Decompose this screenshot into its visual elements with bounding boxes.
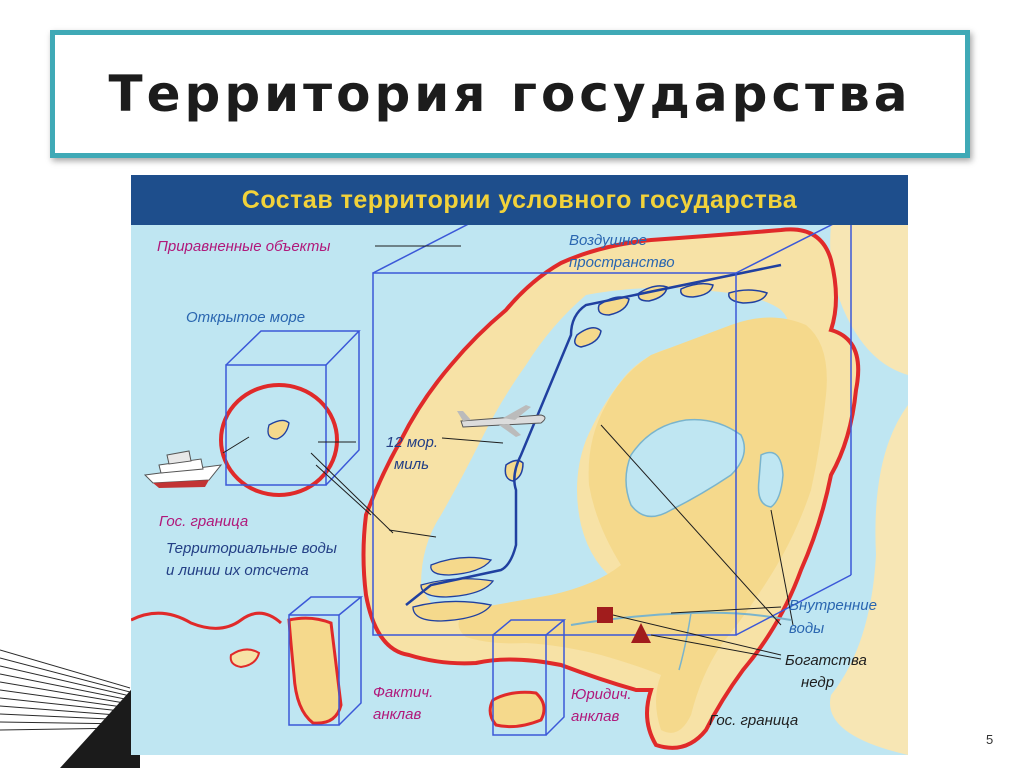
label-miles-2: миль [394, 456, 429, 473]
island-n1 [574, 327, 602, 348]
label-inner-waters-2: воды [789, 620, 824, 637]
inner-lake [625, 418, 746, 518]
title-box: Территория государства [50, 30, 970, 158]
label-equated-objects: Приравненные объекты [157, 238, 330, 255]
open-sea-circle [219, 383, 339, 497]
label-airspace-1: Воздушное [569, 232, 647, 249]
de-facto-enclave-land [287, 616, 343, 725]
mainland [458, 317, 827, 733]
river-branch [678, 612, 692, 671]
map-header: Состав территории условного государства [131, 175, 908, 225]
territorial-baseline [405, 263, 782, 606]
far-coast-left [131, 611, 283, 630]
label-border-left: Гос. граница [159, 513, 248, 530]
far-land-right [829, 405, 908, 755]
label-subsoil-2: недр [801, 674, 834, 691]
delta-island-3 [412, 600, 493, 622]
island-n5 [728, 289, 768, 304]
slide-title: Территория государства [108, 65, 912, 123]
map-canvas: Приравненные объекты Воздушное пространс… [131, 225, 908, 755]
label-border-right: Гос. граница [709, 712, 798, 729]
label-subsoil-1: Богатства [785, 652, 867, 669]
label-open-sea: Открытое море [186, 309, 305, 326]
open-sea-island [267, 419, 290, 440]
de-jure-box [492, 619, 567, 736]
label-inner-waters-1: Внутренние [789, 597, 877, 614]
map-header-title: Состав территории условного государства [241, 185, 798, 214]
square-resource-icon [597, 607, 613, 623]
decorative-stripes [0, 649, 140, 768]
small-island-sw [229, 648, 261, 669]
airplane-icon [457, 405, 546, 437]
label-de-facto-1: Фактич. [373, 684, 433, 701]
open-sea-box [225, 330, 361, 486]
right-lake [757, 451, 784, 508]
de-facto-box [288, 596, 364, 726]
de-jure-enclave-land [488, 690, 546, 729]
ship-icon [143, 450, 223, 488]
triangle-resource-icon [631, 623, 651, 643]
inner-lake-island [651, 516, 695, 542]
label-airspace-2: пространство [569, 254, 675, 271]
label-miles-1: 12 мор. [386, 434, 438, 451]
far-land-top-right [830, 225, 908, 375]
label-de-jure-2: анклав [571, 708, 619, 725]
leader-lines [222, 245, 794, 660]
delta-island-1 [430, 556, 493, 576]
territory-map: Состав территории условного государства [131, 175, 908, 755]
label-de-jure-1: Юридич. [571, 686, 632, 703]
coastal-water [421, 287, 789, 617]
label-territorial-waters-2: и линии их отсчета [166, 562, 309, 579]
label-de-facto-2: анклав [373, 706, 421, 723]
island-n4 [680, 282, 714, 298]
page-number: 5 [986, 732, 994, 747]
airspace-box [372, 225, 852, 636]
label-territorial-waters-1: Территориальные воды [166, 540, 337, 557]
